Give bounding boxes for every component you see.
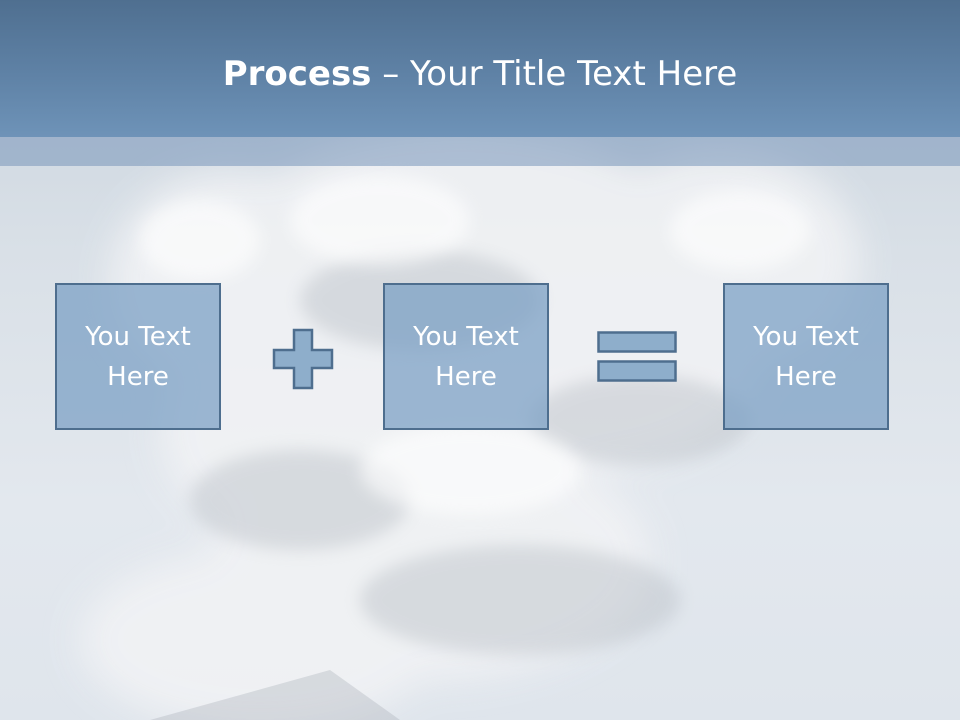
process-box-1-text: You Text Here: [85, 321, 191, 392]
process-box-2-text: You Text Here: [413, 321, 519, 392]
title-bar: [0, 0, 960, 137]
process-box-1: You Text Here: [55, 283, 221, 430]
title-bold-text: Process: [222, 54, 372, 94]
process-box-3-text: You Text Here: [753, 321, 859, 392]
title-accent-strip: [0, 137, 960, 166]
equals-icon: [597, 331, 677, 382]
title-rest-text: – Your Title Text Here: [371, 54, 738, 94]
page-title: Process – Your Title Text Here: [0, 48, 960, 100]
process-box-2: You Text Here: [383, 283, 549, 430]
plus-icon: [272, 328, 334, 390]
process-box-3: You Text Here: [723, 283, 889, 430]
